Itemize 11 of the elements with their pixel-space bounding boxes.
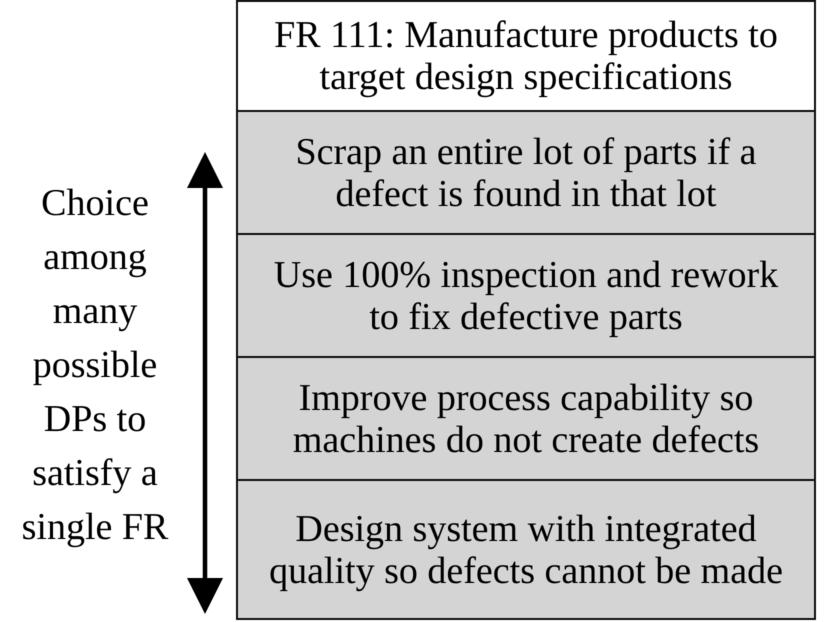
design-parameter-text: Design system with integrated quality so defects cannot be made — [268, 508, 784, 592]
side-note: Choice among many possible DPs to satisfy a single FR — [20, 181, 170, 550]
design-parameter-text: Use 100% inspection and rework to fix defective parts — [272, 254, 780, 338]
design-parameter-box — [236, 356, 816, 481]
design-parameter-box — [236, 233, 816, 358]
design-parameter-text: Scrap an entire lot of parts if a defect is found in that lot — [294, 130, 758, 214]
requirement-box — [236, 0, 816, 112]
design-parameter-text: Improve process capability so machines do not create defects — [292, 376, 760, 460]
design-parameter-box — [236, 479, 816, 620]
requirement-text: FR 111: Manufacture products to target design specifications — [273, 14, 779, 98]
design-parameter-box — [236, 110, 816, 235]
